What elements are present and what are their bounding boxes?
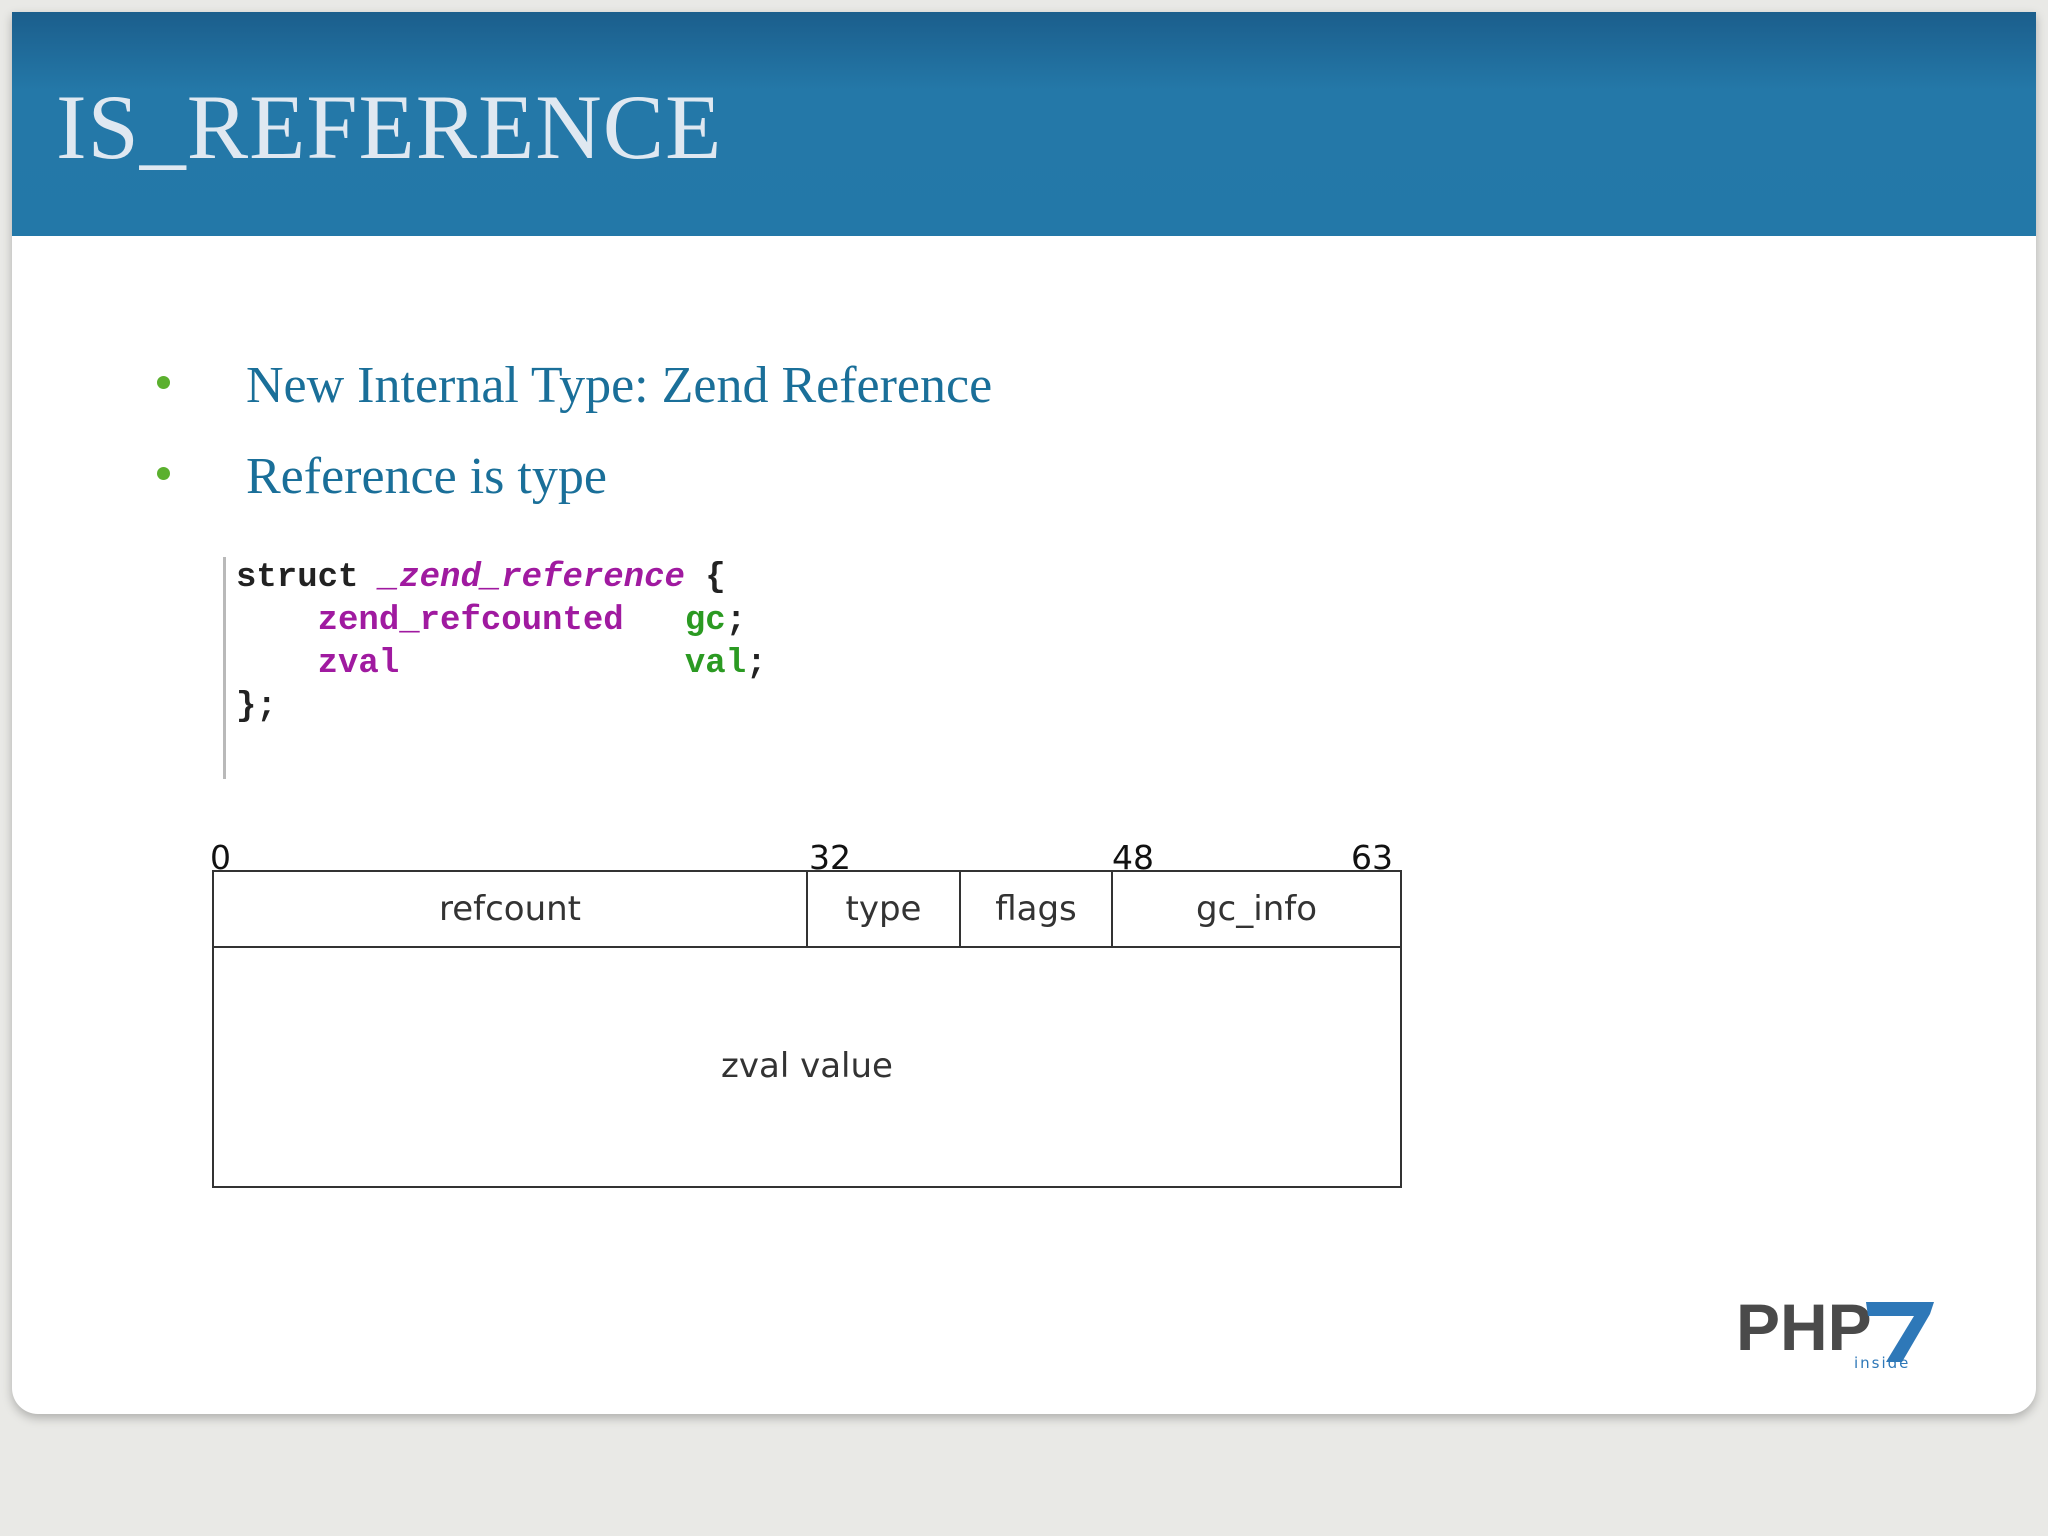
code-struct-name: _zend_reference <box>378 559 685 597</box>
code-field-type: zval <box>317 645 400 683</box>
code-field-name: val <box>684 645 747 683</box>
svg-text:inside: inside <box>1854 1354 1910 1372</box>
field-refcount: refcount <box>438 889 582 929</box>
slide-title: IS_REFERENCE <box>56 76 723 178</box>
bullet-text: New Internal Type: Zend Reference <box>246 357 993 414</box>
svg-text:PHP: PHP <box>1736 1292 1872 1364</box>
field-type: type <box>806 872 959 946</box>
code-block: struct _zend_reference { zend_refcounted… <box>223 557 767 779</box>
code-close-brace: }; <box>236 688 277 726</box>
bullet-dot-icon <box>157 467 170 480</box>
slide: IS_REFERENCE New Internal Type: Zend Ref… <box>12 12 2036 1414</box>
field-flags: flags <box>959 872 1111 946</box>
code-semicolon: ; <box>725 602 747 640</box>
code-field-type: zend_refcounted <box>317 602 624 640</box>
code-open-brace: { <box>684 559 726 597</box>
php7-logo-icon: PHP inside <box>1736 1292 1934 1372</box>
code-semicolon: ; <box>746 645 767 683</box>
header-fields-row: refcount type flags gc_info <box>212 870 1402 948</box>
field-zval-value: zval value <box>212 946 1402 1188</box>
bit-label: 0 <box>210 838 231 877</box>
field-gc-info: gc_info <box>1111 872 1400 946</box>
bullet-dot-icon <box>157 376 170 389</box>
slide-header: IS_REFERENCE <box>12 12 2036 236</box>
code-keyword: struct <box>236 559 359 597</box>
bullet-text: Reference is type <box>246 448 607 505</box>
code-field-name: gc <box>684 602 726 640</box>
